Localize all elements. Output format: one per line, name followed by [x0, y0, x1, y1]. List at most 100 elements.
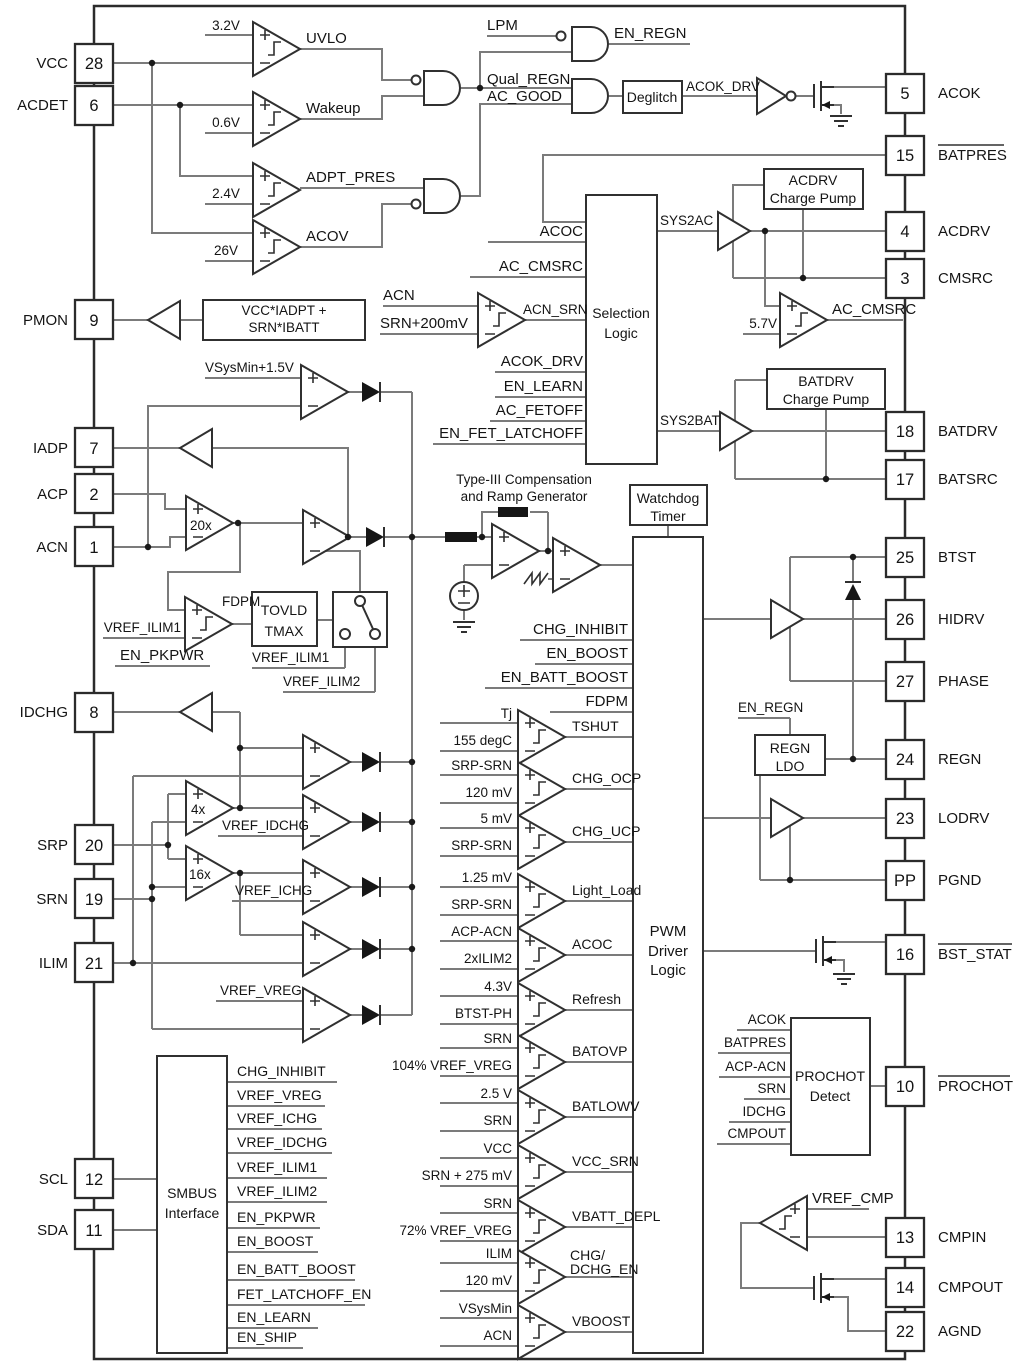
vcc-srn-comparator	[517, 1144, 566, 1200]
input-resistor	[445, 532, 477, 542]
typeiii-title-1: Type-III Compensation	[456, 472, 592, 487]
stack-minus: 120 mV	[465, 1273, 512, 1288]
pin-number: PP	[894, 872, 916, 890]
acdrv-cp-title-2: Charge Pump	[770, 190, 857, 206]
label-vref-ilim1-sw: VREF_ILIM1	[252, 650, 329, 665]
stack-minus: SRN + 275 mV	[422, 1168, 512, 1183]
pin-label: SCL	[39, 1171, 68, 1188]
label-ac-cmsrc-in: AC_CMSRC	[499, 258, 583, 275]
pmon-function-block	[202, 299, 366, 341]
label-uvlo: UVLO	[306, 30, 347, 47]
pin-number: 14	[896, 1279, 914, 1297]
prochot-input: CMPOUT	[728, 1126, 787, 1141]
loop-comp-a	[302, 734, 351, 790]
smbus-title-1: SMBUS	[167, 1185, 217, 1201]
iadp-buffer	[179, 428, 213, 468]
label-srn-200mv: SRN+200mV	[380, 315, 468, 332]
prochot-input: BATPRES	[724, 1035, 786, 1050]
ramp-comparator	[552, 537, 601, 593]
prochot-input: SRN	[757, 1081, 786, 1096]
pin-number: 21	[85, 955, 103, 973]
and-gate-acok	[571, 78, 609, 114]
pin-number: 16	[896, 946, 914, 964]
smbus-signal: EN_BATT_BOOST	[237, 1261, 356, 1277]
smbus-signal: VREF_ILIM1	[237, 1159, 317, 1175]
pin-number: 9	[89, 312, 98, 330]
vsysmin-comparator	[300, 364, 349, 420]
pin-hidrv: 26 HIDRV	[884, 598, 984, 641]
pin-number: 11	[85, 1222, 102, 1240]
stack-minus: ACN	[483, 1328, 512, 1343]
stack-out: ACOC	[572, 936, 612, 952]
stack-out: CHG_UCP	[572, 823, 640, 839]
label-vref-ichg: VREF_ICHG	[235, 883, 312, 898]
pmon-eq-2: SRN*IBATT	[248, 320, 319, 335]
stack-plus: SRN	[483, 1196, 512, 1211]
pin-number: 12	[85, 1171, 103, 1189]
stack-out: BATOVP	[572, 1043, 628, 1059]
stack-minus: SRN	[483, 1113, 512, 1128]
label-lpm: LPM	[487, 17, 518, 34]
stack-minus: SRP-SRN	[451, 897, 512, 912]
batdrv-charge-pump-block	[766, 368, 886, 410]
stack-out: VBOOST	[572, 1313, 631, 1329]
smbus-signal: VREF_VREG	[237, 1087, 322, 1103]
prochot-detect-block	[790, 1017, 871, 1156]
label-20x: 20x	[190, 518, 212, 533]
pin-label: HIDRV	[938, 611, 984, 628]
label-en-pkpwr: EN_PKPWR	[120, 647, 204, 664]
label-acok-drv-in: ACOK_DRV	[501, 353, 583, 370]
pin-label: REGN	[938, 751, 981, 768]
pin-label: VCC	[36, 55, 68, 72]
selection-logic-title-2: Logic	[604, 325, 637, 341]
smbus-signal: FET_LATCHOFF_EN	[237, 1286, 371, 1302]
pin-label: AGND	[938, 1323, 982, 1340]
wires	[103, 34, 903, 1349]
stack-plus: 1.25 mV	[462, 870, 512, 885]
chg-dchg-en-comparator	[517, 1249, 566, 1305]
pwm-driver-logic-block	[632, 536, 704, 1354]
label-wakeup: Wakeup	[306, 100, 360, 117]
pin-label: ACP	[37, 486, 68, 503]
prochot-input: IDCHG	[743, 1104, 787, 1119]
ac-cmsrc-comparator	[779, 292, 828, 348]
label-acoc-in: ACOC	[540, 223, 584, 240]
pin-label: ACDRV	[938, 223, 990, 240]
label-adpt-pres: ADPT_PRES	[306, 169, 395, 186]
stack-out: TSHUT	[572, 718, 619, 734]
pin-number: 4	[900, 223, 909, 241]
label-vref-idchg: VREF_IDCHG	[222, 818, 309, 833]
chg-ucp-comparator	[517, 814, 566, 870]
pin-number: 26	[896, 611, 914, 629]
light-load-comparator	[517, 873, 566, 929]
vbatt-depl-comparator	[517, 1199, 566, 1255]
label-acov: ACOV	[306, 228, 349, 245]
pwm-title-2: Driver	[648, 943, 688, 960]
stack-minus: 104% VREF_VREG	[392, 1058, 512, 1073]
smbus-signal: VREF_ILIM2	[237, 1183, 317, 1199]
label-en-regn: EN_REGN	[614, 25, 687, 42]
acdrv-cp-title-1: ACDRV	[789, 172, 838, 188]
pin-number: 5	[900, 85, 909, 103]
pin-label: BATSRC	[938, 471, 998, 488]
feedback-resistor	[498, 507, 528, 517]
invert-bubble	[785, 90, 797, 102]
stack-minus: 72% VREF_VREG	[399, 1223, 512, 1238]
selection-logic-block	[585, 194, 658, 465]
tovld-title: TOVLD	[261, 602, 307, 618]
pin-acdrv: 4 ACDRV	[884, 210, 990, 253]
hidrv-driver	[770, 599, 804, 639]
